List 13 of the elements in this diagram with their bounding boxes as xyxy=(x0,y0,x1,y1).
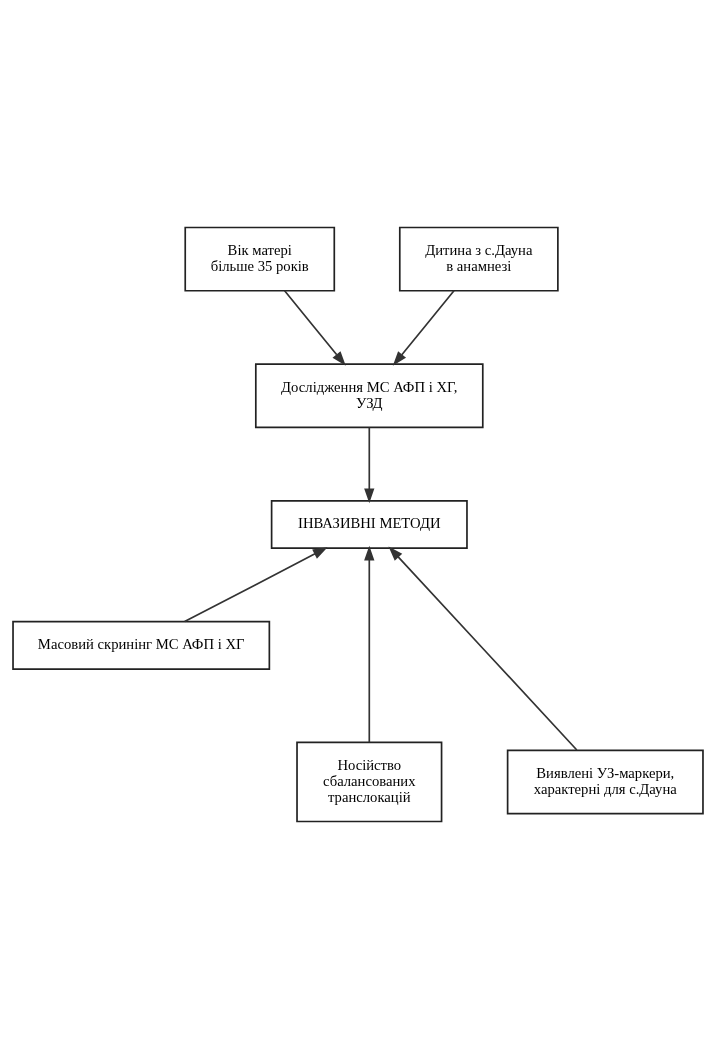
arrow xyxy=(392,289,455,366)
node-box: Дитина з с.Дауна в анамнезі xyxy=(398,226,559,292)
arrow xyxy=(364,426,375,504)
arrow xyxy=(364,545,375,744)
node-box: Виявлені УЗ-маркери, характерні для с.Дауна xyxy=(506,749,704,815)
node-box: Дослідження МС АФП і ХГ, УЗД xyxy=(254,363,484,429)
node-box: Вік матері більше 35 років xyxy=(184,226,336,292)
node-box: ІНВАЗИВНІ МЕТОДИ xyxy=(270,499,468,550)
node-box: Носійство сбалансованих транслокацій xyxy=(296,741,443,823)
node-box: Масовий скринінг МС АФП і ХГ xyxy=(12,620,271,670)
arrow xyxy=(388,546,578,751)
arrow xyxy=(183,547,328,623)
arrow xyxy=(283,289,346,366)
